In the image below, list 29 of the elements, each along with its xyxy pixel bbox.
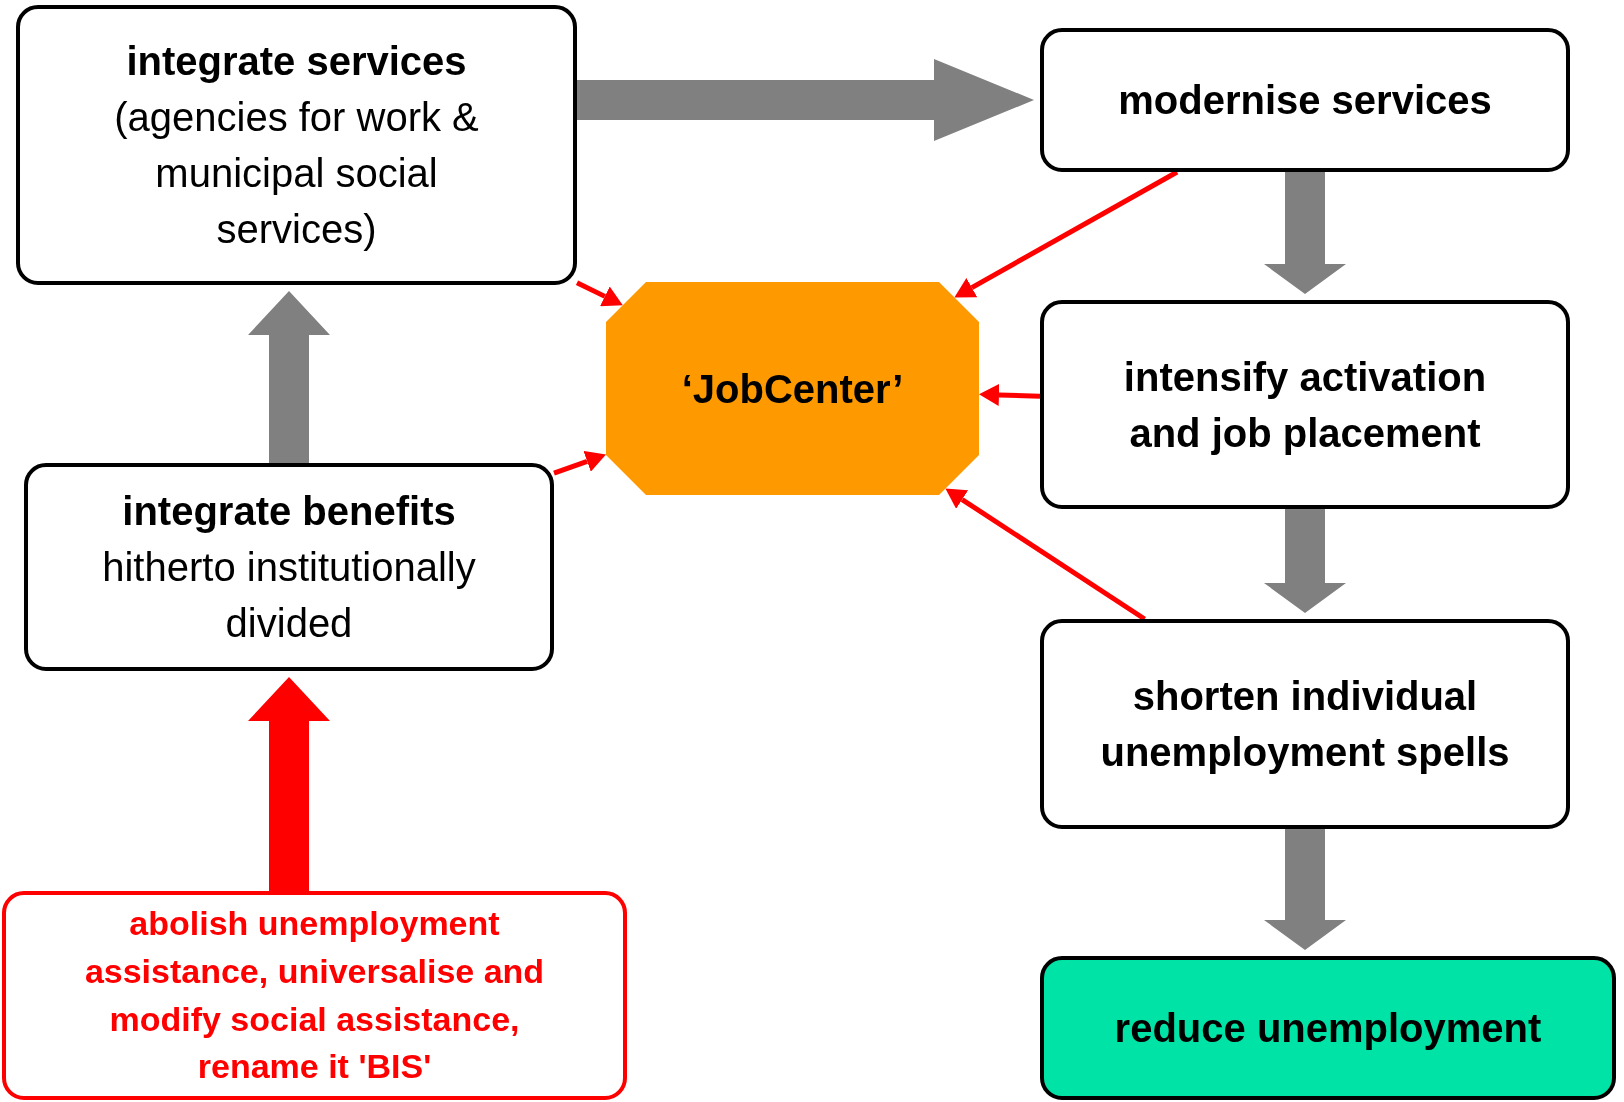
box-heading: reduce unemployment [1114,1005,1542,1052]
hub-octagon [606,282,979,495]
box-text: hitherto institutionally divided [101,544,477,647]
process-box [1040,28,1570,172]
box-heading: integrate benefits [122,488,456,535]
goal-box [1040,956,1616,1100]
box-heading: integrate services [126,38,467,85]
box-heading: shorten individual unemployment spells [1099,673,1511,776]
arrow [954,169,1179,298]
arrow [575,280,623,306]
action-box [2,891,627,1100]
block-arrow [1264,509,1346,613]
box-heading: intensify activation and job placement [1122,353,1488,457]
box-heading: ‘JobCenter’ [681,365,904,413]
block-arrow [1264,829,1346,950]
arrow [553,451,606,476]
arrow [979,384,1041,405]
block-arrow [248,291,330,463]
box-heading: abolish unemployment assistance, universalise and modify social assistance, rename it 'BIS' [83,903,546,1088]
process-box [1040,619,1570,829]
block-arrow [1264,172,1346,294]
block-arrow [248,677,330,891]
process-box [1040,300,1570,509]
block-arrow [577,59,1034,141]
process-box [24,463,554,671]
box-text: (agencies for work & municipal social services) [113,94,480,253]
box-heading: modernise services [1118,77,1492,124]
process-box [16,5,577,285]
arrow [945,488,1146,622]
